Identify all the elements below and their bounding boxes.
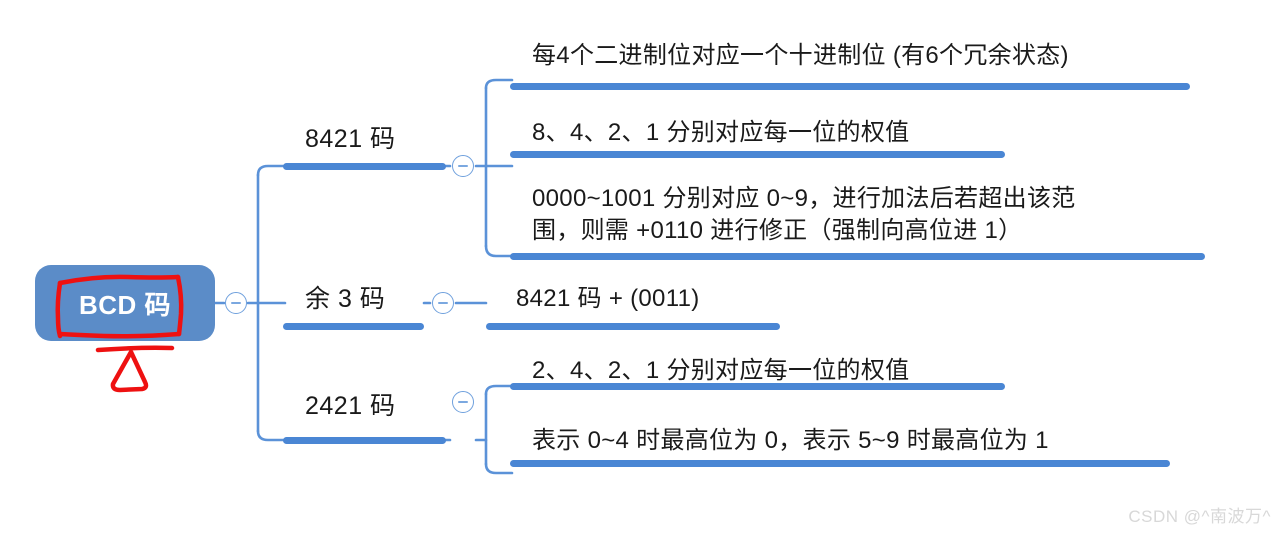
leaf-label-8421-c2[interactable]: 8、4、2、1 分别对应每一位的权值 <box>532 119 910 146</box>
leaf-underline-8421-c1 <box>510 83 1190 90</box>
leaf-underline-yu3-c1 <box>486 323 780 330</box>
wire-2421-branch-1 <box>484 384 514 396</box>
wire-8421-branch-3 <box>484 244 514 258</box>
minus-circle-icon-8421[interactable] <box>452 155 474 177</box>
branch-label-8421[interactable]: 8421 码 <box>305 125 396 153</box>
leaf-label-8421-c3-line1: 0000~1001 分别对应 0~9，进行加法后若超出该范 <box>532 185 1076 212</box>
branch-label-2421[interactable]: 2421 码 <box>305 392 396 420</box>
wire-trunk-to-8421 <box>256 164 287 177</box>
leaf-underline-8421-c3 <box>510 253 1205 260</box>
leaf-underline-2421-c1 <box>510 383 1005 390</box>
leaf-label-yu3-c1[interactable]: 8421 码 + (0011) <box>516 285 700 312</box>
minus-circle-icon-2421[interactable] <box>452 391 474 413</box>
branch-underline-yu3 <box>283 323 424 330</box>
minus-circle-icon-yu3[interactable] <box>432 292 454 314</box>
branch-underline-8421 <box>283 163 446 170</box>
leaf-underline-8421-c2 <box>510 151 1005 158</box>
root-node-label: BCD 码 <box>78 289 172 320</box>
leaf-label-2421-c2[interactable]: 表示 0~4 时最高位为 0，表示 5~9 时最高位为 1 <box>532 427 1049 454</box>
branch-label-yu3[interactable]: 余 3 码 <box>305 285 386 313</box>
leaf-label-8421-c3[interactable]: 0000~1001 分别对应 0~9，进行加法后若超出该范 围，则需 +0110… <box>532 183 1192 246</box>
leaf-label-8421-c1[interactable]: 每4个二进制位对应一个十进制位 (有6个冗余状态) <box>532 42 1069 69</box>
root-node[interactable]: BCD 码 <box>35 265 215 341</box>
wire-8421-branch-1 <box>484 78 514 90</box>
annotation-triangle-arrow <box>110 349 149 393</box>
minus-circle-icon-root[interactable] <box>225 292 247 314</box>
leaf-label-8421-c3-line2: 围，则需 +0110 进行修正（强制向高位进 1） <box>532 216 1023 244</box>
watermark: CSDN @^南波万^ <box>1128 507 1271 526</box>
annotation-underline <box>95 345 175 353</box>
leaf-label-2421-c1[interactable]: 2、4、2、1 分别对应每一位的权值 <box>532 357 910 384</box>
wire-2421-branch-2 <box>484 462 514 475</box>
branch-underline-2421 <box>283 437 446 444</box>
wire-trunk-to-2421 <box>256 429 287 442</box>
leaf-underline-2421-c2 <box>510 460 1170 467</box>
